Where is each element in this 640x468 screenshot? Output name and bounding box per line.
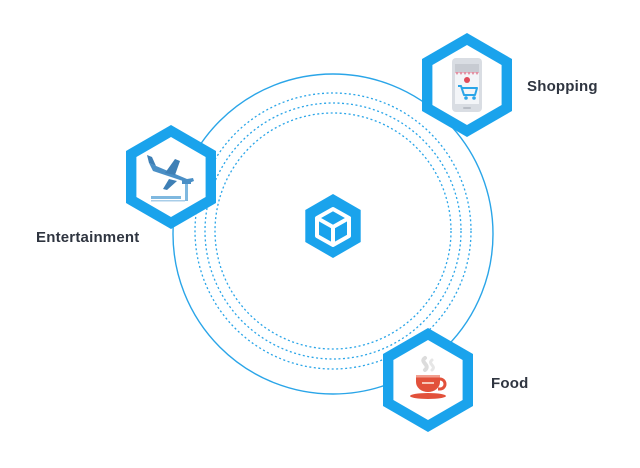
shopping-phone-cart-icon [452,58,482,112]
dotted-ring-1 [194,92,472,370]
shopping-label: Shopping [527,78,598,95]
shopping-node [422,33,512,137]
food-node [383,328,473,432]
food-label: Food [491,375,529,392]
coffee-cup-icon [410,356,447,399]
dotted-ring-3 [214,112,452,350]
entertainment-node [126,125,216,229]
cube-logo-icon [305,194,361,258]
airplane-takeoff-icon [147,155,194,202]
entertainment-label: Entertainment [36,229,140,246]
dotted-ring-2 [204,102,462,360]
outer-ring [172,73,494,395]
